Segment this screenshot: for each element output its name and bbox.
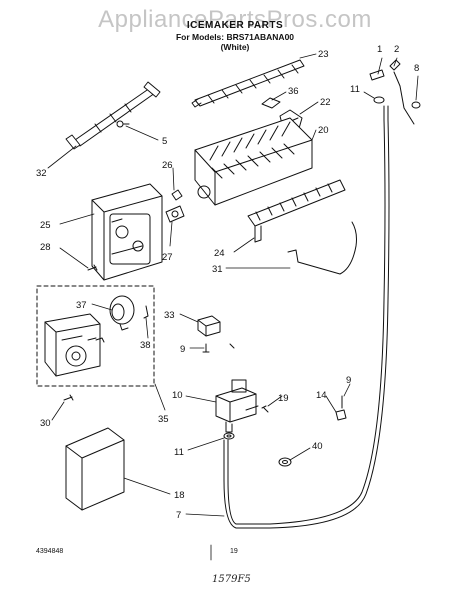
screw-14-clip	[335, 409, 347, 421]
handwritten-note: 1579F5	[212, 574, 251, 585]
ice-mold-part	[194, 117, 313, 206]
fill-cup-part	[247, 179, 346, 243]
callout-7: 7	[176, 510, 181, 521]
callout-24: 24	[214, 248, 225, 259]
page-number: 19	[230, 548, 238, 555]
diagram-title: ICEMAKER PARTS	[186, 20, 284, 31]
callout-10: 10	[172, 390, 183, 401]
fill-tube-part	[223, 105, 390, 529]
water-valve-part	[215, 379, 259, 433]
motor-part	[109, 295, 135, 331]
part-code: 4394848	[36, 548, 63, 555]
watermark: AppliancePartsPros.com	[98, 6, 372, 33]
callout-26: 26	[162, 160, 173, 171]
control-housing-part	[91, 183, 163, 281]
callout-19: 19	[278, 393, 289, 404]
leader-lines	[47, 53, 419, 517]
callout-9-lower: 9	[346, 375, 351, 386]
nut-11-lower	[223, 432, 235, 440]
callout-25: 25	[40, 220, 51, 231]
models-line: For Models: BRS71ABANA00	[175, 32, 295, 42]
nut-40	[278, 457, 292, 467]
callout-11: 11	[350, 84, 360, 95]
callout-14: 14	[316, 390, 327, 401]
callout-9: 9	[180, 344, 185, 355]
coupler-part	[165, 189, 185, 223]
callout-labels: 1 2 8 11 23 36 22 20 5 32 26 25 28 27 24…	[36, 44, 419, 521]
callout-31: 31	[212, 264, 223, 275]
callout-30: 30	[40, 418, 51, 429]
callout-27: 27	[162, 252, 173, 263]
callout-35: 35	[158, 414, 169, 425]
callout-28: 28	[40, 242, 51, 253]
connector-part	[197, 315, 221, 337]
callout-2: 2	[394, 44, 399, 55]
callout-38: 38	[140, 340, 151, 351]
callout-37: 37	[76, 300, 87, 311]
callout-32: 32	[36, 168, 47, 179]
cover-part	[65, 427, 125, 511]
screw-28	[87, 264, 98, 271]
valve-fittings-part	[369, 59, 421, 125]
gear-plate-part	[44, 313, 105, 377]
callout-23: 23	[318, 49, 329, 60]
screw-9-right	[229, 343, 235, 349]
callout-36: 36	[288, 86, 299, 97]
callout-1: 1	[377, 44, 382, 55]
screw-38	[143, 305, 149, 319]
callout-18: 18	[174, 490, 185, 501]
screw-19	[261, 405, 269, 413]
ejector-part	[191, 59, 305, 108]
callout-5: 5	[162, 136, 167, 147]
subassembly-box	[36, 285, 155, 387]
wire-harness-part	[65, 81, 161, 150]
callout-33: 33	[164, 310, 175, 321]
callout-8: 8	[414, 63, 419, 74]
callout-40: 40	[312, 441, 323, 452]
callout-22: 22	[320, 97, 331, 108]
callout-20: 20	[318, 125, 329, 136]
shutoff-arm-part	[287, 221, 357, 275]
callout-11-lower: 11	[174, 447, 184, 458]
color-line: (White)	[220, 42, 250, 52]
screw-9-upper	[202, 343, 210, 353]
screw-30	[63, 394, 74, 401]
